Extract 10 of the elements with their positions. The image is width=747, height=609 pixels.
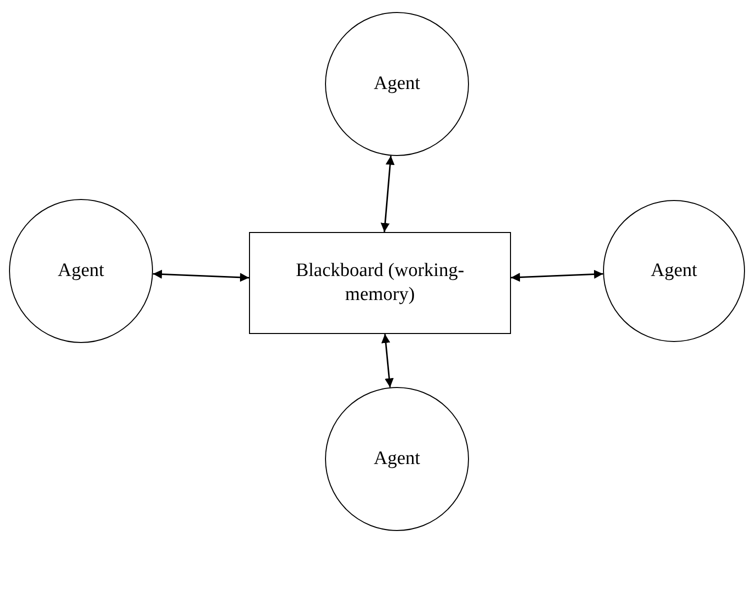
- node-label: Blackboard (working-memory): [294, 259, 466, 307]
- node-label: Agent: [374, 447, 420, 471]
- double-arrow: [510, 270, 604, 282]
- double-arrow: [152, 270, 250, 282]
- blackboard-box: [249, 232, 511, 334]
- node-label: Agent: [374, 72, 420, 96]
- node-label: Agent: [650, 259, 698, 283]
- double-arrow: [381, 334, 394, 388]
- double-arrow: [380, 156, 395, 232]
- node-label: Agent: [58, 259, 104, 283]
